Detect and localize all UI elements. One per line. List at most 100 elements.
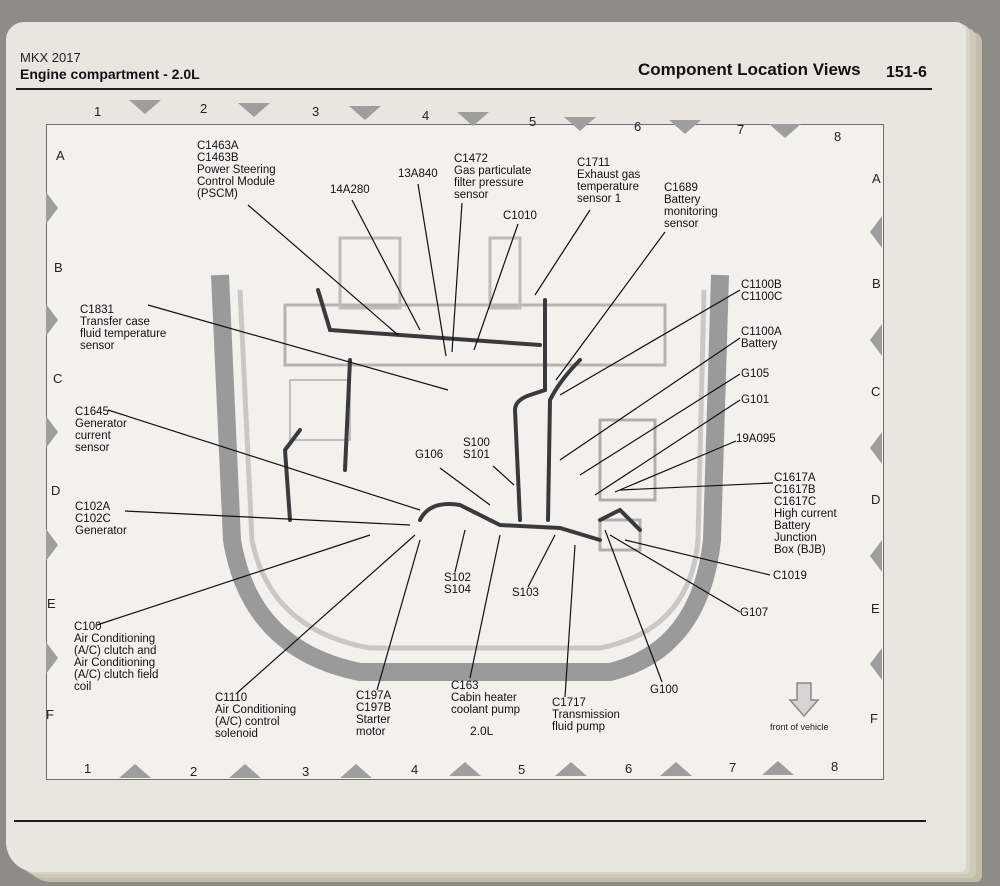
- grid-col-top-6: 6: [634, 119, 642, 134]
- model-label: MKX 2017: [20, 50, 81, 65]
- grid-markers: [46, 100, 882, 778]
- callout-c100: C100 Air Conditioning (A/C) clutch and A…: [74, 621, 159, 693]
- grid-marker-left-2: [46, 304, 58, 336]
- grid-row-right-d: D: [871, 492, 881, 507]
- grid-row-left-c: C: [53, 371, 63, 386]
- leader-c1472: [451, 202, 463, 353]
- grid-marker-left-1: [46, 192, 58, 224]
- callout-g106: G106: [415, 449, 444, 461]
- leader-c1100b: [559, 289, 741, 396]
- leader-c102: [124, 510, 411, 526]
- leader-c1645: [107, 409, 421, 511]
- leader-c1717: [564, 544, 576, 698]
- grid-marker-top-2: [238, 103, 270, 117]
- callout-c1689: C1689 Battery monitoring sensor: [664, 182, 718, 230]
- grid-marker-top-3: [349, 106, 381, 120]
- grid-row-right-f: F: [870, 711, 878, 726]
- grid-col-bottom-4: 4: [411, 762, 419, 777]
- grid-marker-top-4: [457, 112, 489, 126]
- grid-marker-left-3: [46, 416, 58, 448]
- callout-s100: S100 S101: [463, 437, 490, 461]
- leader-c1689: [555, 231, 666, 381]
- leader-c19a095: [614, 440, 737, 493]
- grid-marker-top-5: [564, 117, 596, 131]
- leader-g101: [594, 399, 741, 496]
- grid-marker-right-2: [870, 324, 882, 356]
- leader-c1831: [147, 304, 449, 391]
- callout-19a095: 19A095: [736, 433, 776, 445]
- grid-row-right-b: B: [872, 276, 881, 291]
- callout-g107: G107: [740, 607, 769, 619]
- leader-c1010: [473, 223, 519, 351]
- leader-g105: [579, 373, 741, 476]
- engine-label: 2.0L: [470, 724, 494, 738]
- callout-c163: C163 Cabin heater coolant pump: [451, 680, 521, 716]
- grid-marker-left-5: [46, 642, 58, 674]
- grid-row-right-a: A: [872, 171, 881, 186]
- grid-col-top-7: 7: [737, 122, 745, 137]
- grid-marker-bottom-1: [119, 764, 151, 778]
- header-rule: [16, 88, 932, 90]
- callout-c1100a: C1100A Battery: [741, 326, 782, 350]
- grid-marker-right-3: [870, 432, 882, 464]
- grid-col-bottom-3: 3: [302, 764, 310, 779]
- grid-col-top-8: 8: [834, 129, 842, 144]
- callout-g100: G100: [650, 684, 679, 696]
- grid-row-left-d: D: [51, 483, 61, 498]
- callout-c1831: C1831 Transfer case fluid temperature se…: [80, 304, 167, 352]
- grid-col-top-1: 1: [94, 104, 102, 119]
- grid-marker-bottom-3: [340, 764, 372, 778]
- front-of-vehicle-label: front of vehicle: [770, 722, 829, 732]
- callout-c102: C102A C102C Generator: [75, 501, 127, 537]
- grid-col-top-4: 4: [422, 108, 430, 123]
- leader-c1110: [236, 534, 416, 694]
- callout-g101: G101: [741, 394, 770, 406]
- page-number: 151-6: [886, 64, 927, 81]
- grid-marker-right-5: [870, 648, 882, 680]
- leader-c1100a: [559, 337, 741, 461]
- grid-marker-top-1: [129, 100, 161, 114]
- leader-lines: [96, 183, 774, 698]
- grid-marker-bottom-6: [660, 762, 692, 776]
- leader-s103: [527, 534, 556, 588]
- callout-c1472: C1472 Gas particulate filter pressure se…: [454, 153, 532, 201]
- leader-c13a840: [417, 183, 447, 357]
- grid-row-left-f: F: [46, 707, 54, 722]
- leader-c197: [376, 539, 421, 691]
- grid-col-top-3: 3: [312, 104, 320, 119]
- callout-pscm: C1463A C1463B Power Steering Control Mod…: [197, 140, 276, 200]
- leader-c100: [96, 534, 371, 626]
- grid-row-right-c: C: [871, 384, 881, 399]
- grid-marker-bottom-2: [229, 764, 261, 778]
- grid-marker-bottom-5: [555, 762, 587, 776]
- leader-c1711: [534, 209, 591, 296]
- leader-c1019: [624, 539, 771, 576]
- grid-col-bottom-8: 8: [831, 759, 839, 774]
- callout-g105: G105: [741, 368, 770, 380]
- grid-col-bottom-5: 5: [518, 762, 526, 777]
- grid-marker-bottom-7: [762, 761, 794, 775]
- grid-marker-right-1: [870, 216, 882, 248]
- grid-row-right-e: E: [871, 601, 880, 616]
- callout-14a280: 14A280: [330, 184, 370, 196]
- leader-g100: [604, 529, 663, 683]
- leader-c14a280: [351, 199, 421, 331]
- section-title: Engine compartment - 2.0L: [20, 66, 200, 82]
- leader-c163: [469, 534, 501, 679]
- grid-col-bottom-1: 1: [84, 761, 92, 776]
- callout-c1100b: C1100B C1100C: [741, 279, 783, 303]
- callout-c1645: C1645 Generator current sensor: [75, 406, 127, 454]
- callout-c1010: C1010: [503, 210, 537, 222]
- leader-pscm: [247, 204, 399, 336]
- grid-marker-bottom-4: [449, 762, 481, 776]
- callout-c197: C197A C197B Starter motor: [356, 690, 392, 738]
- leader-s100: [492, 465, 515, 486]
- grid-col-top-2: 2: [200, 101, 208, 116]
- callout-s103: S103: [512, 587, 539, 599]
- grid-row-left-b: B: [54, 260, 63, 275]
- grid-marker-top-6: [669, 120, 701, 134]
- leader-g107: [609, 534, 741, 613]
- grid-marker-right-4: [870, 540, 882, 572]
